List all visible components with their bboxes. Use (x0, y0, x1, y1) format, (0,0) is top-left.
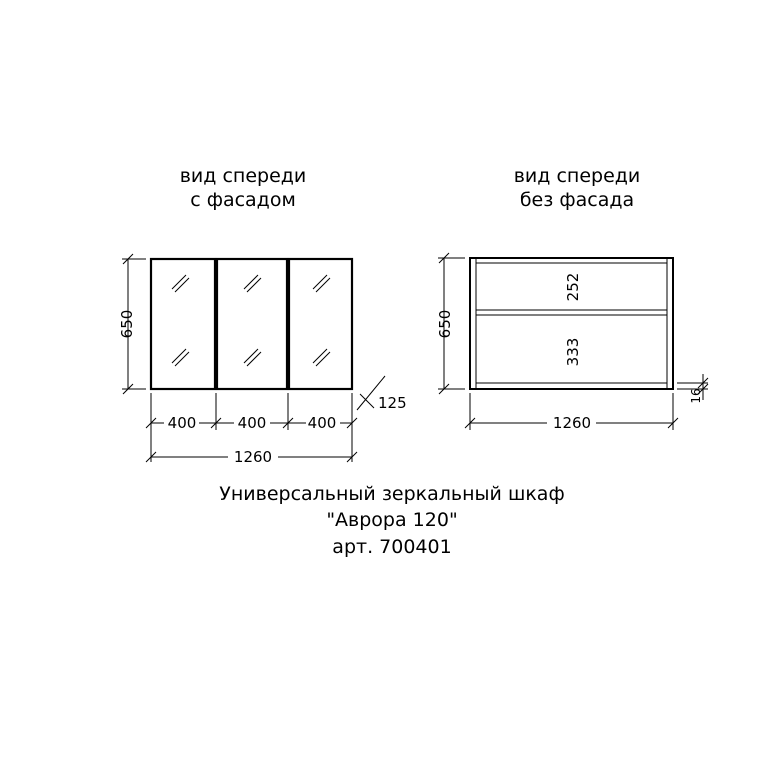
mirror-door-left (149, 257, 217, 391)
front-view-with-facade: 650 400 400 400 1260 (118, 253, 407, 466)
front-nofacade-title-line1: вид спереди (514, 165, 641, 187)
door-width-label-1: 400 (168, 414, 197, 432)
front-facade-title-line1: вид спереди (180, 165, 307, 187)
mirror-reflection-marks (171, 274, 331, 367)
caption-product-name: Универсальный зеркальный шкаф (219, 483, 564, 505)
mirror-door-middle (215, 257, 289, 391)
caption-model-name: "Аврора 120" (326, 509, 457, 531)
height-label-left: 650 (118, 310, 136, 339)
front-view-without-facade: 252 333 650 16 1260 (436, 252, 709, 432)
total-width-dimension-right (464, 393, 679, 430)
depth-label: 125 (378, 394, 407, 412)
cabinet-frame (469, 257, 674, 390)
door-width-label-3: 400 (308, 414, 337, 432)
height-dimension-right (438, 252, 465, 395)
upper-shelf-label: 252 (564, 273, 582, 302)
mirror-door-right (287, 257, 354, 391)
caption-article-number: арт. 700401 (332, 536, 451, 558)
panel-thickness-label: 16 (689, 388, 703, 403)
height-dimension-left (122, 253, 146, 395)
front-nofacade-title-line2: без фасада (520, 189, 634, 211)
front-facade-title-line2: с фасадом (190, 189, 296, 211)
door-width-dimensions (145, 393, 358, 462)
height-label-right: 650 (436, 310, 454, 339)
door-width-label-2: 400 (238, 414, 267, 432)
depth-marker (356, 375, 386, 411)
panel-thickness-dimension (677, 374, 709, 400)
lower-shelf-label: 333 (564, 338, 582, 367)
total-width-dimension-left (145, 451, 358, 463)
total-width-label-right: 1260 (553, 414, 591, 432)
total-width-label-left: 1260 (234, 448, 272, 466)
